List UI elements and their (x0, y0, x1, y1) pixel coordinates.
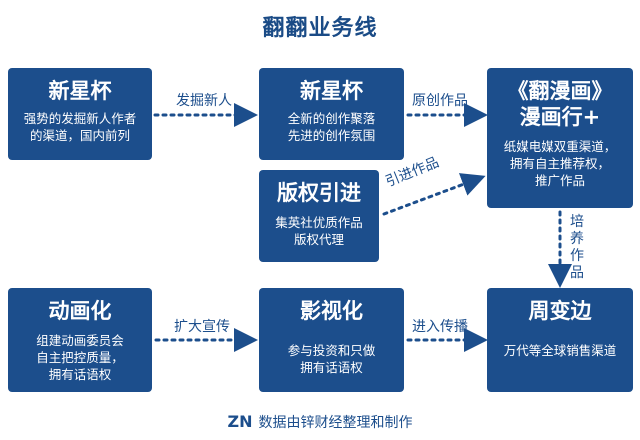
box-banquan-yinjin: 版权引进 集英社优质作品 版权代理 (259, 170, 379, 262)
label-char: 养 (570, 231, 584, 247)
diagram-title: 翻翻业务线 (262, 16, 378, 41)
box-title: 新星杯 (48, 79, 112, 103)
box-desc-line: 自主把控质量， (36, 350, 124, 365)
box-title: 版权引进 (277, 181, 361, 205)
box-desc-line: 拥有自主推荐权， (509, 156, 610, 171)
box-desc-line: 组建动画委员会 (36, 333, 124, 348)
box-title-line: 《翻漫画》 (507, 79, 613, 103)
box-desc-line: 纸媒电媒双重渠道， (503, 139, 617, 154)
label-jinru-chuanbo: 进入传播 (412, 319, 468, 335)
label-char: 品 (570, 265, 584, 281)
label-kuoda-xuanchuan: 扩大宣传 (174, 319, 230, 335)
box-xinxingbei-2: 新星杯 全新的创作聚落 先进的创作氛围 (259, 68, 404, 160)
box-desc-line: 参与投资和只做 (287, 343, 376, 358)
box-desc-line: 强势的发掘新人作者 (23, 111, 137, 126)
box-title: 周变边 (528, 299, 592, 323)
box-desc-line: 万代等全球销售渠道 (503, 343, 617, 358)
box-desc-line: 先进的创作氛围 (287, 128, 376, 143)
box-title: 新星杯 (300, 79, 363, 103)
zn-logo: ZN (227, 412, 253, 431)
box-donghuahua: 动画化 组建动画委员会 自主把控质量， 拥有话语权 (8, 288, 152, 392)
label-char: 培 (570, 214, 584, 230)
box-fanmanhua: 《翻漫画》 漫画行+ 纸媒电媒双重渠道， 拥有自主推荐权， 推广作品 (487, 68, 633, 208)
box-desc-line: 推广作品 (534, 173, 585, 188)
label-char: 作 (570, 248, 584, 264)
box-zhoubianbian: 周变边 万代等全球销售渠道 (487, 288, 633, 392)
label-peiyang-zuopin: 培 养 作 品 (568, 214, 586, 282)
box-title-line: 漫画行+ (519, 105, 601, 129)
footer-credit: ZN 数据由锌财经整理和制作 (0, 412, 640, 432)
arrow-banquan-to-fanmanhua (382, 173, 486, 216)
box-title: 动画化 (48, 299, 112, 323)
box-desc-line: 集英社优质作品 (275, 215, 363, 230)
box-desc-line: 版权代理 (293, 232, 344, 247)
label-faju-xinren: 发掘新人 (176, 93, 232, 109)
box-desc-line: 拥有话语权 (48, 367, 112, 382)
box-xinxingbei-1: 新星杯 强势的发掘新人作者 的渠道，国内前列 (8, 68, 152, 160)
box-yingshihua: 影视化 参与投资和只做 拥有话语权 (259, 288, 404, 392)
box-desc-line: 拥有话语权 (300, 360, 363, 375)
box-desc-line: 的渠道，国内前列 (29, 128, 130, 143)
label-yuanchuang-zuopin: 原创作品 (412, 93, 468, 109)
footer-text: 数据由锌财经整理和制作 (258, 415, 413, 431)
box-title: 影视化 (300, 299, 363, 323)
box-desc-line: 全新的创作聚落 (287, 111, 376, 126)
